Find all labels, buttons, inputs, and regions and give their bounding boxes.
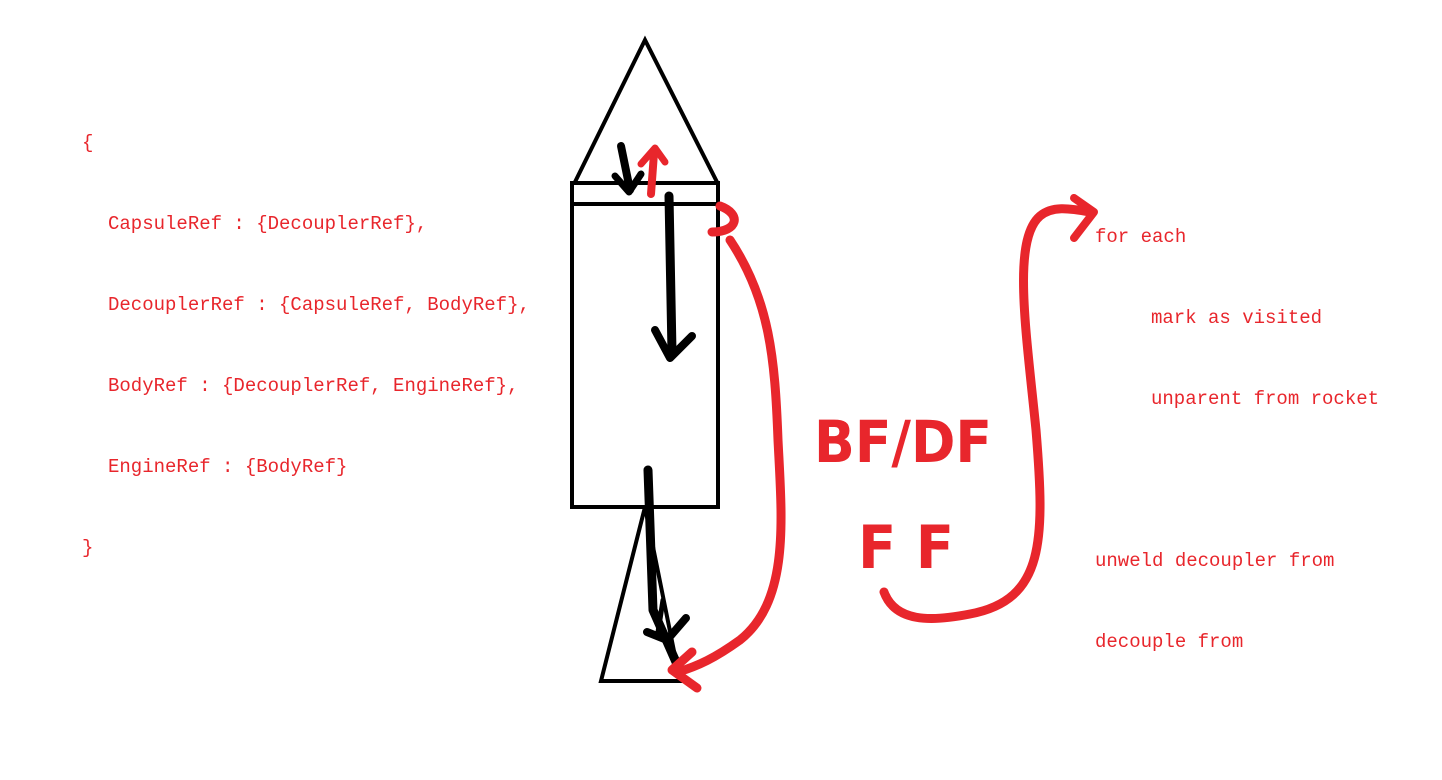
algorithm-notes: for each mark as visited unparent from r…: [1095, 170, 1379, 683]
traversal-arrows: [611, 142, 696, 667]
action-decouple: decouple from: [1095, 631, 1244, 653]
arrow-decoupler-back-to-capsule: [637, 144, 669, 198]
search-mode-label: BF/DF: [814, 408, 992, 476]
loop-step-unparent: unparent from rocket: [1151, 388, 1380, 410]
notes-link-arrowhead: [1070, 194, 1098, 242]
adjacency-list: { CapsuleRef : {DecouplerRef}, Decoupler…: [82, 76, 530, 589]
adjacency-open-brace: {: [82, 132, 94, 154]
engine-return-arrowhead: [667, 647, 702, 693]
arrow-decoupler-to-body: [651, 191, 696, 362]
action-unweld: unweld decoupler from: [1095, 550, 1335, 572]
rocket-body: [570, 202, 720, 509]
decoupler-ring: [570, 181, 720, 206]
adjacency-entry-capsule: CapsuleRef : {DecouplerRef},: [108, 213, 428, 235]
loop-step-mark-visited: mark as visited: [1151, 307, 1323, 329]
red-annotation-strokes: [637, 144, 1098, 693]
arrow-body-to-engine: [643, 465, 690, 667]
engine-nozzle: [598, 506, 683, 683]
engine-return-loop: [673, 201, 786, 677]
adjacency-close-brace: }: [82, 537, 94, 559]
rocket: [570, 35, 720, 683]
loop-header: for each: [1095, 226, 1187, 248]
adjacency-entry-engine: EngineRef : {BodyRef}: [108, 456, 348, 478]
capsule-nose-cone: [573, 35, 719, 183]
adjacency-entry-body: BodyRef : {DecouplerRef, EngineRef},: [108, 375, 519, 397]
notes-link-loop: [879, 204, 1095, 623]
arrow-capsule-to-decoupler: [611, 142, 645, 196]
adjacency-entry-decoupler: DecouplerRef : {CapsuleRef, BodyRef},: [108, 294, 530, 316]
choice-label: F F: [858, 513, 954, 583]
